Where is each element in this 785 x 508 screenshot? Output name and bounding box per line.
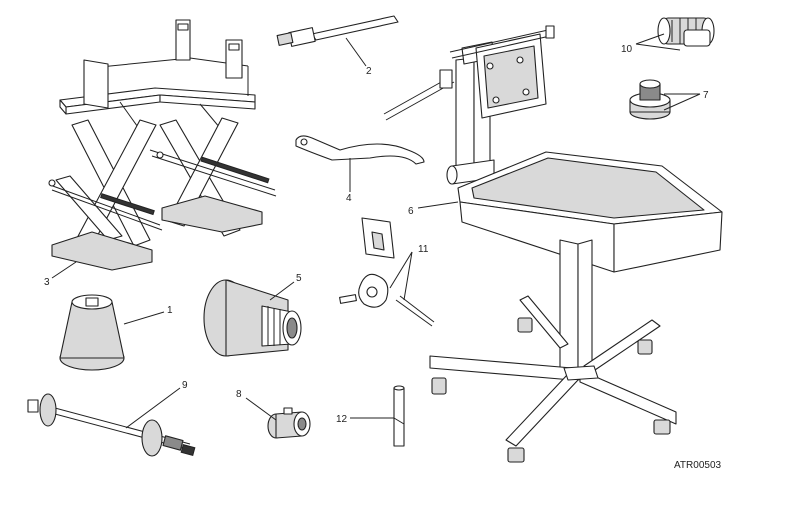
part-2-puller-rod [276,15,399,47]
callout-1: 1 [167,305,173,316]
part-9-axle-shaft [27,393,196,457]
callout-6: 6 [408,206,414,217]
part-12-pin [393,385,405,447]
callout-labels: 1 2 3 4 5 6 7 8 9 10 11 12 ATR00503 [44,44,722,471]
leader-lines [51,33,701,429]
part-8-small-sleeve [267,407,311,439]
callout-5: 5 [296,273,302,284]
callout-3: 3 [44,277,50,288]
part-5-threaded-bushing [203,279,302,357]
part-11-gauge-set [339,217,435,327]
part-4-hook-wrench [295,135,425,165]
callout-2: 2 [366,66,372,77]
part-6-work-stand [383,25,723,463]
reference-code: ATR00503 [674,460,722,471]
callout-9: 9 [182,380,188,391]
callout-11: 11 [418,244,429,255]
callout-7: 7 [703,90,709,101]
callout-4: 4 [346,193,352,204]
part-10-sleeve [657,17,715,47]
callout-8: 8 [236,389,242,400]
part-7-adapter [629,79,671,120]
callout-10: 10 [621,44,633,55]
part-3-scissor-lift-stand [48,19,277,271]
part-1-cup-tool [59,294,125,371]
callout-12: 12 [336,414,348,425]
